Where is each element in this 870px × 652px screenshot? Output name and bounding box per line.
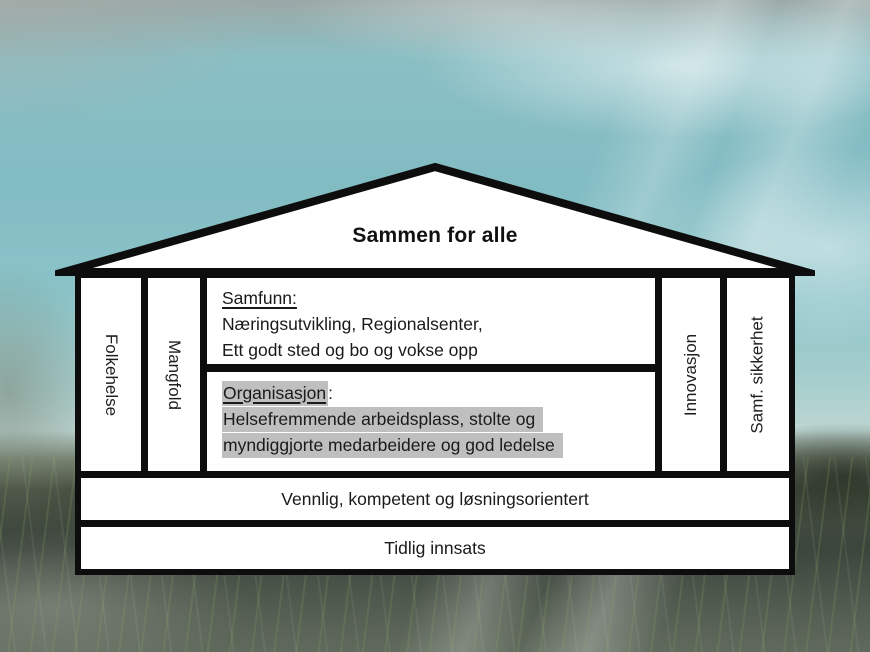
house-body: Folkehelse Mangfold Samfunn: Næringsutvi… [75,272,795,575]
organisasjon-heading-colon: : [328,382,333,403]
samfunn-line-1: Næringsutvikling, Regionalsenter, [222,314,483,334]
samfunn-heading: Samfunn: [222,285,647,311]
organisasjon-line-1-text: Helsefremmende arbeidsplass, stolte og [222,406,544,432]
samfunn-heading-text: Samfunn: [222,288,297,308]
pillar-folkehelse-label: Folkehelse [102,333,121,416]
organisasjon-heading-text: Organisasjon [222,380,329,406]
roof-title: Sammen for alle [352,224,518,247]
pillar-innovasjon: Innovasjon [662,278,720,471]
samfunn-line-2: Ett godt sted og bo og vokse opp [222,340,478,360]
organisasjon-line-2-text: myndiggjorte medarbeidere og god ledelse [222,432,563,458]
pillar-innovasjon-label: Innovasjon [681,333,701,416]
organisasjon-line-1: Helsefremmende arbeidsplass, stolte og [222,406,647,432]
organisasjon-line-2: myndiggjorte medarbeidere og god ledelse [222,432,647,458]
samfunn-box: Samfunn: Næringsutvikling, Regionalsente… [207,278,655,364]
house-roof [55,162,815,276]
organisasjon-heading: Organisasjon: [222,380,647,406]
pillar-samf-sikkerhet: Samf. sikkerhet [727,278,789,471]
pillar-folkehelse: Folkehelse [81,278,141,471]
center-column: Samfunn: Næringsutvikling, Regionalsente… [207,278,655,471]
strategy-bar: Tidlig innsats [81,527,789,569]
pillar-mangfold: Mangfold [148,278,200,471]
roof-triangle [55,162,815,276]
organisasjon-box: Organisasjon: Helsefremmende arbeidsplas… [207,371,655,471]
values-bar: Vennlig, kompetent og løsningsorientert [81,478,789,520]
pillar-mangfold-label: Mangfold [165,339,184,410]
pillar-samf-sikkerhet-label: Samf. sikkerhet [748,315,767,434]
pillar-row: Folkehelse Mangfold Samfunn: Næringsutvi… [81,278,789,471]
